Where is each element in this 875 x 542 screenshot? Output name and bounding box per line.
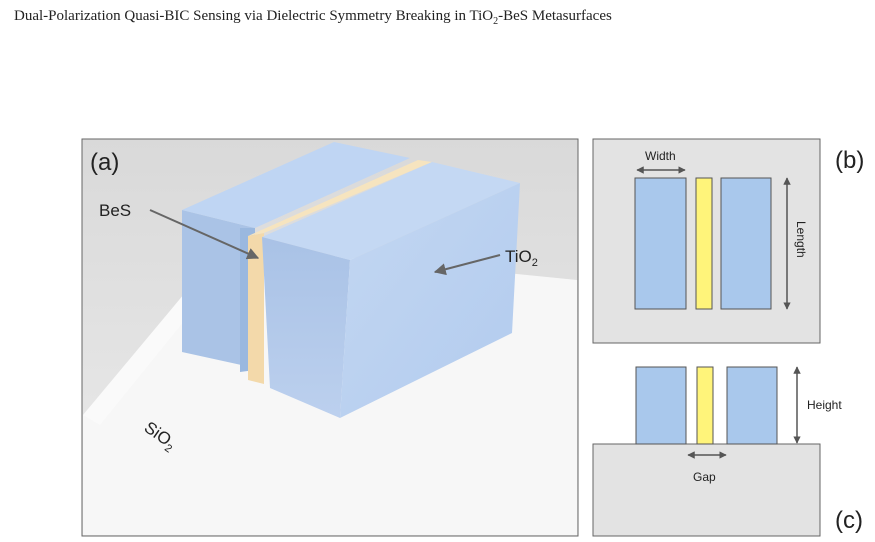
panel-a-tag: (a) xyxy=(90,149,119,176)
tio2-left-topview xyxy=(634,177,687,310)
bes-arrow xyxy=(149,209,260,260)
tio2-left-top xyxy=(182,142,410,228)
tio2-right-top xyxy=(262,162,520,260)
bes-layer-front xyxy=(248,233,264,384)
tio2-label-text: TiO xyxy=(505,247,532,266)
substrate-sideview xyxy=(592,443,821,537)
tio2-left-sideview xyxy=(635,366,687,445)
width-label: Width xyxy=(645,149,676,163)
tio2-label: TiO2 xyxy=(505,247,538,269)
panel-c: Height Gap (c) xyxy=(592,366,863,537)
title-text-end: -BeS Metasurfaces xyxy=(498,8,612,24)
height-label: Height xyxy=(807,398,842,412)
tio2-right-side xyxy=(262,237,350,418)
tio2-right-sideview xyxy=(726,366,778,445)
title-subscript: 2 xyxy=(493,16,499,27)
length-label: Length xyxy=(794,221,808,258)
gap-label: Gap xyxy=(693,470,716,484)
panel-c-tag: (c) xyxy=(835,507,863,534)
tio2-arrow xyxy=(433,254,501,276)
bes-topview xyxy=(695,177,713,310)
panel-b: Width Length (b) xyxy=(592,138,864,344)
panel-b-tag: (b) xyxy=(835,147,864,174)
tio2-right-topview xyxy=(720,177,772,310)
bes-label: BeS xyxy=(99,201,131,220)
bes-layer-top xyxy=(248,160,432,236)
panel-a: (a) BeS TiO2 SiO2 xyxy=(81,138,579,537)
tio2-right-front xyxy=(340,183,520,418)
sio2-label-sub: 2 xyxy=(162,442,174,455)
bes-sideview xyxy=(696,366,714,445)
page-title: Dual-Polarization Quasi-BIC Sensing via … xyxy=(14,8,864,27)
tio2-label-sub: 2 xyxy=(532,257,538,269)
title-text: Dual-Polarization Quasi-BIC Sensing via … xyxy=(14,8,494,24)
